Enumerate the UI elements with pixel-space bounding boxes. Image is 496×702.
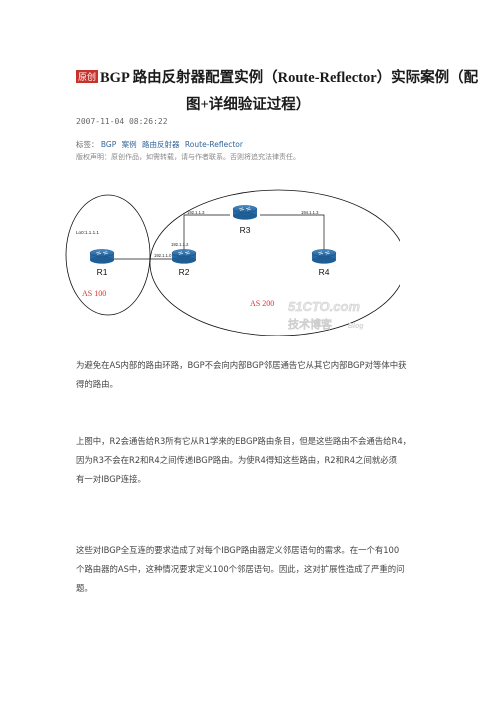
router-label-r4: R4 [319, 267, 330, 277]
router-r3-icon [232, 205, 258, 220]
r2-up-ip-label: 192.1.1.2 [171, 242, 189, 247]
paragraph-line: 有一对IBGP连接。 [76, 474, 146, 484]
copyright-notice: 版权声明：原创作品，如需转载，请与作者联系。否则将追究法律责任。 [76, 153, 300, 161]
as200-boundary [149, 189, 400, 336]
paragraph-line: 得的路由。 [76, 379, 118, 389]
tag-link[interactable]: BGP [100, 140, 117, 149]
r3-left-ip-label: 192.1.1.3 [187, 210, 205, 215]
paragraph-line: 为避免在AS内部的路由环路，BGP不会向内部BGP邻居通告它从其它内部BGP对等… [76, 360, 407, 370]
tag-link[interactable]: 路由反射器 [142, 140, 180, 149]
r3-right-ip-label: 194.1.1.3 [301, 210, 319, 215]
router-r2-icon [171, 249, 197, 264]
router-label-r3: R3 [240, 225, 251, 235]
tag-link[interactable]: Route-Reflector [184, 140, 243, 149]
original-badge: 原创 [76, 70, 99, 83]
as100-label: AS 100 [82, 289, 106, 298]
paragraph-line: 上图中，R2会通告给R3所有它从R1学来的EBGP路由条目，但是这些路由不会通告… [76, 436, 412, 446]
body-paragraph-2: 上图中，R2会通告给R3所有它从R1学来的EBGP路由条目，但是这些路由不会通告… [76, 432, 436, 489]
as100-boundary [65, 194, 151, 316]
paragraph-line: 因为R3不会在R2和R4之间传递IBGP路由。为使R4得知这些路由，R2和R4之… [76, 455, 397, 465]
body-paragraph-3: 这些对IBGP全互连的要求造成了对每个IBGP路由器定义邻居语句的需求。在一个有… [76, 541, 436, 598]
publish-date: 2007-11-04 08:26:22 [76, 117, 168, 126]
watermark-line-1: 51CTO.com [288, 299, 360, 314]
as200-label: AS 200 [250, 299, 274, 308]
article-title-text-1: BGP 路由反射器配置实例（Route-Reflector）实际案例（配 [100, 70, 479, 86]
network-topology-diagram: R1 R2 R3 R4 Lo0:1.1.1.1 192.1.1.3 192.1.… [65, 189, 400, 336]
router-r4-icon [311, 249, 337, 264]
watermark-51cto: 51CTO.com 技术博客 Blog [288, 299, 364, 331]
router-label-r1: R1 [97, 267, 108, 277]
watermark-line-2: 技术博客 [288, 317, 333, 331]
body-paragraph-1: 为避免在AS内部的路由环路，BGP不会向内部BGP邻居通告它从其它内部BGP对等… [76, 356, 436, 394]
paragraph-line: 个路由器的AS中，这种情况要求定义100个邻居语句。因此，这对扩展性造成了严重的… [76, 564, 405, 574]
link-r2-r3 [183, 214, 230, 252]
paragraph-line: 这些对IBGP全互连的要求造成了对每个IBGP路由器定义邻居语句的需求。在一个有… [76, 545, 400, 555]
tags-row: 标签： BGP 案例 路由反射器 Route-Reflector [76, 139, 246, 150]
tag-link[interactable]: 案例 [121, 140, 137, 149]
r1-r2-link-ip-label: 192.1.1.0 [154, 253, 172, 258]
loopback-label: Lo0:1.1.1.1 [76, 230, 99, 235]
tags-label: 标签： [76, 140, 99, 149]
router-r1-icon [89, 249, 115, 264]
link-r3-r4 [260, 214, 325, 252]
router-label-r2: R2 [179, 267, 190, 277]
watermark-line-3: Blog [348, 323, 364, 330]
paragraph-line: 题。 [76, 583, 93, 593]
article-title-line-2: 图+详细验证过程） [186, 97, 311, 113]
